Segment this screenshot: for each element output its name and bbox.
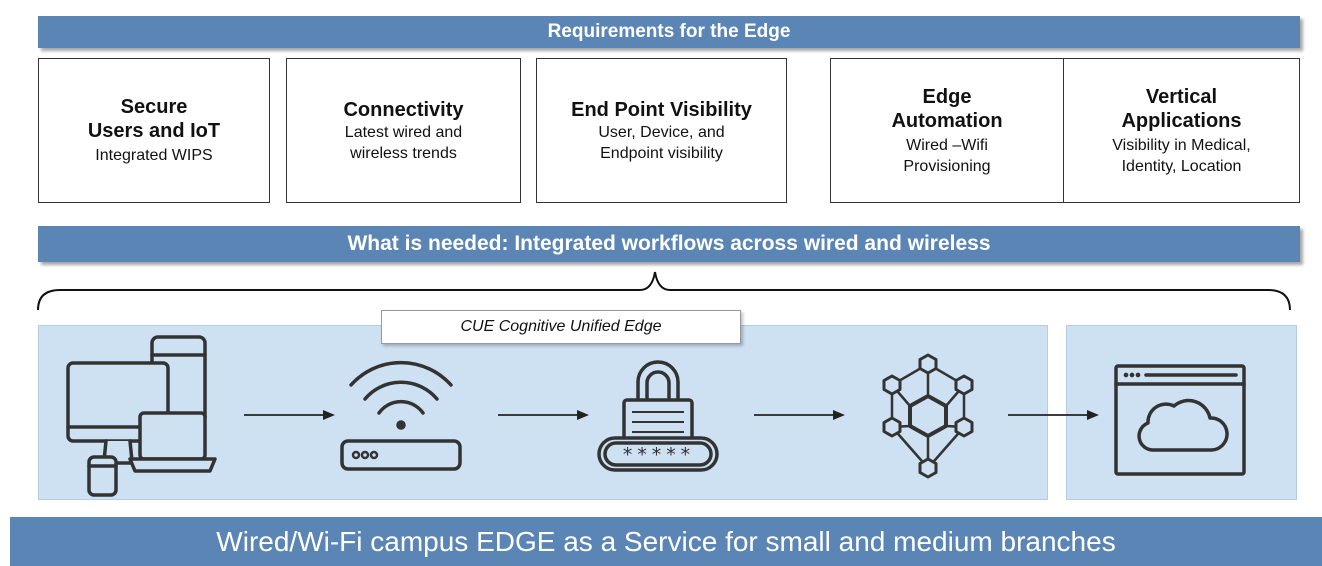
needed-text: What is needed: Integrated workflows acr… bbox=[347, 232, 991, 255]
card-title: Automation bbox=[891, 109, 1003, 132]
card-description: User, Device, and bbox=[598, 123, 725, 141]
curly-brace-icon bbox=[37, 271, 1291, 311]
arrow-icon bbox=[754, 410, 845, 420]
card-description: Wired –Wifi bbox=[906, 136, 988, 154]
wifi-router-icon bbox=[340, 360, 462, 471]
card-description: Integrated WIPS bbox=[95, 147, 213, 164]
requirements-banner: Requirements for the Edge bbox=[38, 16, 1300, 48]
requirement-card-endpoint-visibility: End Point Visibility User, Device, and E… bbox=[536, 58, 787, 203]
cloud-browser-icon bbox=[1114, 364, 1246, 476]
needed-banner: What is needed: Integrated workflows acr… bbox=[38, 226, 1300, 262]
card-description: Endpoint visibility bbox=[600, 144, 723, 162]
requirements-title: Requirements for the Edge bbox=[547, 21, 791, 42]
password-lock-icon: ***** bbox=[597, 360, 719, 472]
card-title: Edge bbox=[922, 85, 972, 108]
arrow-icon bbox=[244, 410, 335, 420]
footer-banner: Wired/Wi-Fi campus EDGE as a Service for… bbox=[10, 517, 1322, 566]
requirement-card-connectivity: Connectivity Latest wired and wireless t… bbox=[286, 58, 521, 203]
devices-icon bbox=[66, 335, 217, 497]
card-title: Secure bbox=[120, 96, 188, 118]
card-description: Identity, Location bbox=[1121, 157, 1242, 175]
card-title: Applications bbox=[1121, 109, 1242, 132]
card-description: Provisioning bbox=[903, 157, 991, 175]
card-description: wireless trends bbox=[350, 144, 457, 162]
requirement-card-edge-automation: Edge Automation Wired –Wifi Provisioning bbox=[830, 58, 1064, 203]
cue-label-text: CUE Cognitive Unified Edge bbox=[460, 318, 662, 335]
requirement-card-secure-users: Secure Users and IoT Integrated WIPS bbox=[38, 58, 270, 203]
footer-text: Wired/Wi-Fi campus EDGE as a Service for… bbox=[216, 525, 1116, 557]
arrow-icon bbox=[498, 410, 589, 420]
arrow-icon bbox=[1008, 410, 1099, 420]
requirement-card-vertical-applications: Vertical Applications Visibility in Medi… bbox=[1063, 58, 1300, 203]
card-description: Latest wired and bbox=[344, 123, 463, 141]
card-title: Connectivity bbox=[343, 98, 464, 121]
card-description: Visibility in Medical, bbox=[1112, 136, 1251, 154]
cloud-panel bbox=[1066, 325, 1297, 500]
card-title: Vertical bbox=[1145, 85, 1218, 108]
password-mask: ***** bbox=[622, 444, 694, 466]
cue-label: CUE Cognitive Unified Edge bbox=[381, 310, 741, 344]
card-title: Users and IoT bbox=[87, 120, 221, 142]
network-hexagon-icon bbox=[882, 353, 974, 479]
card-title: End Point Visibility bbox=[571, 98, 752, 121]
